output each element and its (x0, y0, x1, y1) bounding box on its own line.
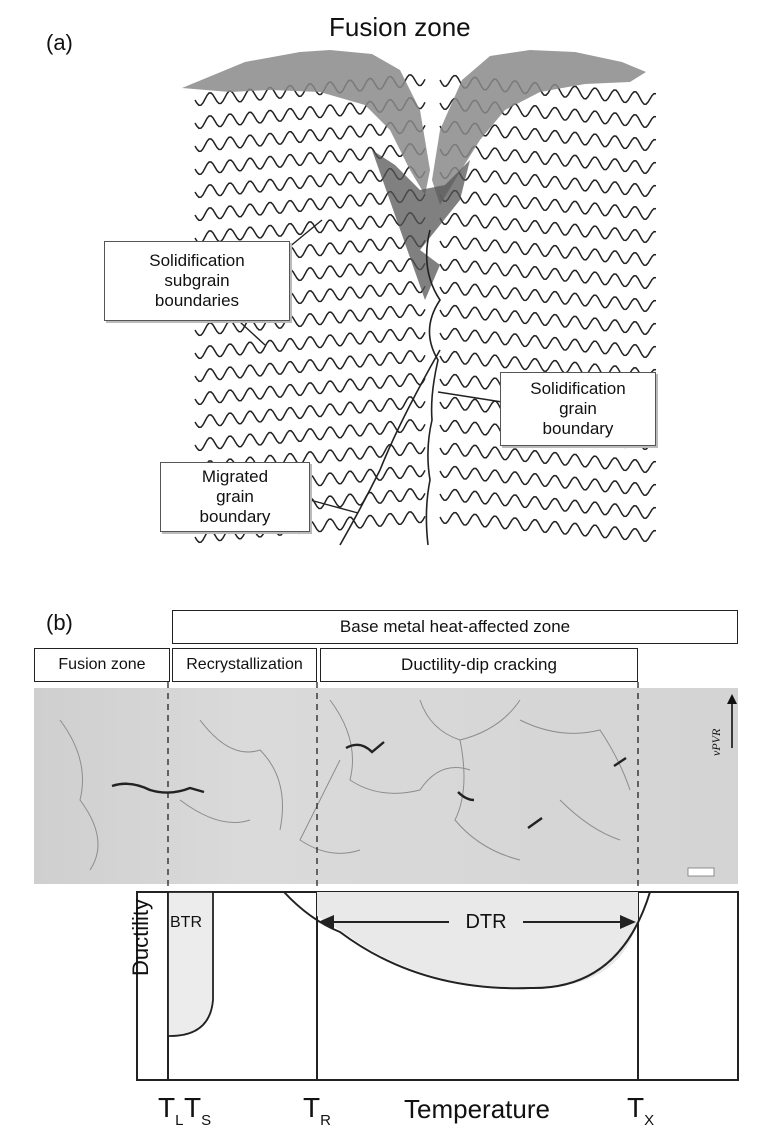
right-dendrite-row (439, 488, 657, 519)
leader-subgrain-1 (287, 219, 323, 249)
left-dendrite-row (194, 143, 426, 176)
callout-subgrain-boundaries: Solidification subgrain boundaries (104, 241, 290, 321)
left-dendrite-row (194, 396, 426, 429)
right-dendrite-row (439, 189, 657, 220)
temp-tr-base: T (303, 1092, 321, 1123)
centerline-dark (372, 150, 470, 300)
right-dendrite-row (439, 327, 657, 358)
temp-ts-base: T (184, 1092, 202, 1123)
callout-migrated-grain-boundary: Migrated grain boundary (160, 462, 310, 532)
temp-ts: TS (184, 1094, 211, 1135)
dashed-guides (167, 682, 639, 886)
temp-tx-sub: X (644, 1112, 655, 1129)
right-dendrite-row (439, 442, 657, 473)
right-dendrite-row (439, 166, 657, 197)
right-dendrite-row (439, 304, 657, 335)
right-dendrite-row (439, 143, 657, 174)
callout-grain-text: Solidification grain boundary (530, 379, 626, 438)
temp-tl-base: T (158, 1092, 176, 1123)
dtr-arrowhead-right (620, 915, 636, 929)
micro-direction-arrowhead (727, 694, 737, 704)
right-dendrite-row (439, 465, 657, 496)
left-dendrite-row (194, 189, 426, 222)
left-dendrite-row (194, 373, 426, 406)
zone-base-metal-haz: Base metal heat-affected zone (172, 610, 738, 644)
zone-ductility-dip-cracking: Ductility-dip cracking (320, 648, 638, 682)
micrograph (34, 688, 738, 884)
right-dendrite-row (439, 258, 657, 289)
ductility-axis-label: Ductility (128, 898, 153, 976)
temp-ts-sub: S (201, 1112, 212, 1129)
leader-grain (437, 391, 503, 403)
solidification-grain-boundary (425, 229, 441, 546)
temp-tx-base: T (627, 1092, 645, 1123)
migrated-grain-boundary (339, 349, 441, 546)
zone-fusion: Fusion zone (34, 648, 170, 682)
dtr-region (317, 892, 638, 989)
right-dendrite-row (439, 511, 657, 542)
melt-region-left (182, 50, 430, 195)
right-dendrite-row (439, 281, 657, 312)
left-dendrite-row (194, 304, 426, 337)
temp-tr: TR (303, 1094, 331, 1135)
zone-recrystallization: Recrystallization (172, 648, 317, 682)
callout-solidification-grain-boundary: Solidification grain boundary (500, 372, 656, 446)
temp-tx: TX (627, 1094, 654, 1135)
zone-fusion-text: Fusion zone (58, 656, 146, 673)
temp-tr-sub: R (320, 1112, 331, 1129)
panel-a-label: (a) (46, 30, 73, 55)
temp-tl: TL (158, 1094, 183, 1135)
left-dendrite-row (194, 212, 426, 245)
fusion-zone-title: Fusion zone (329, 12, 471, 42)
btr-label: BTR (170, 914, 202, 931)
right-dendrite-row (439, 212, 657, 243)
leader-subgrain-2 (239, 321, 266, 346)
melt-region-right (432, 50, 646, 205)
micro-scale-bar (687, 867, 715, 877)
panel-b-label: (b) (46, 610, 73, 635)
temperature-axis-label: Temperature (404, 1094, 550, 1124)
right-dendrite-row (439, 235, 657, 266)
zone-haz-text: Base metal heat-affected zone (339, 617, 571, 636)
left-dendrite-row (194, 419, 426, 452)
left-dendrite-waves (194, 74, 426, 544)
dtr-label: DTR (449, 908, 523, 936)
left-dendrite-row (194, 327, 426, 360)
dtr-arrowhead-left (318, 915, 334, 929)
micro-arrow-label: vPVR (709, 728, 723, 756)
temp-tl-sub: L (175, 1112, 184, 1129)
zone-ddc-text: Ductility-dip cracking (401, 655, 557, 674)
left-dendrite-row (194, 442, 426, 475)
callout-subgrain-text: Solidification subgrain boundaries (149, 251, 245, 310)
micrograph-cracks (111, 741, 627, 829)
micrograph-grain-lines (59, 699, 631, 871)
callout-migrated-text: Migrated grain boundary (199, 467, 271, 526)
zone-recryst-text: Recrystallization (186, 656, 303, 673)
btr-region (167, 891, 214, 1037)
left-dendrite-row (194, 350, 426, 383)
leader-migrated (309, 499, 359, 514)
